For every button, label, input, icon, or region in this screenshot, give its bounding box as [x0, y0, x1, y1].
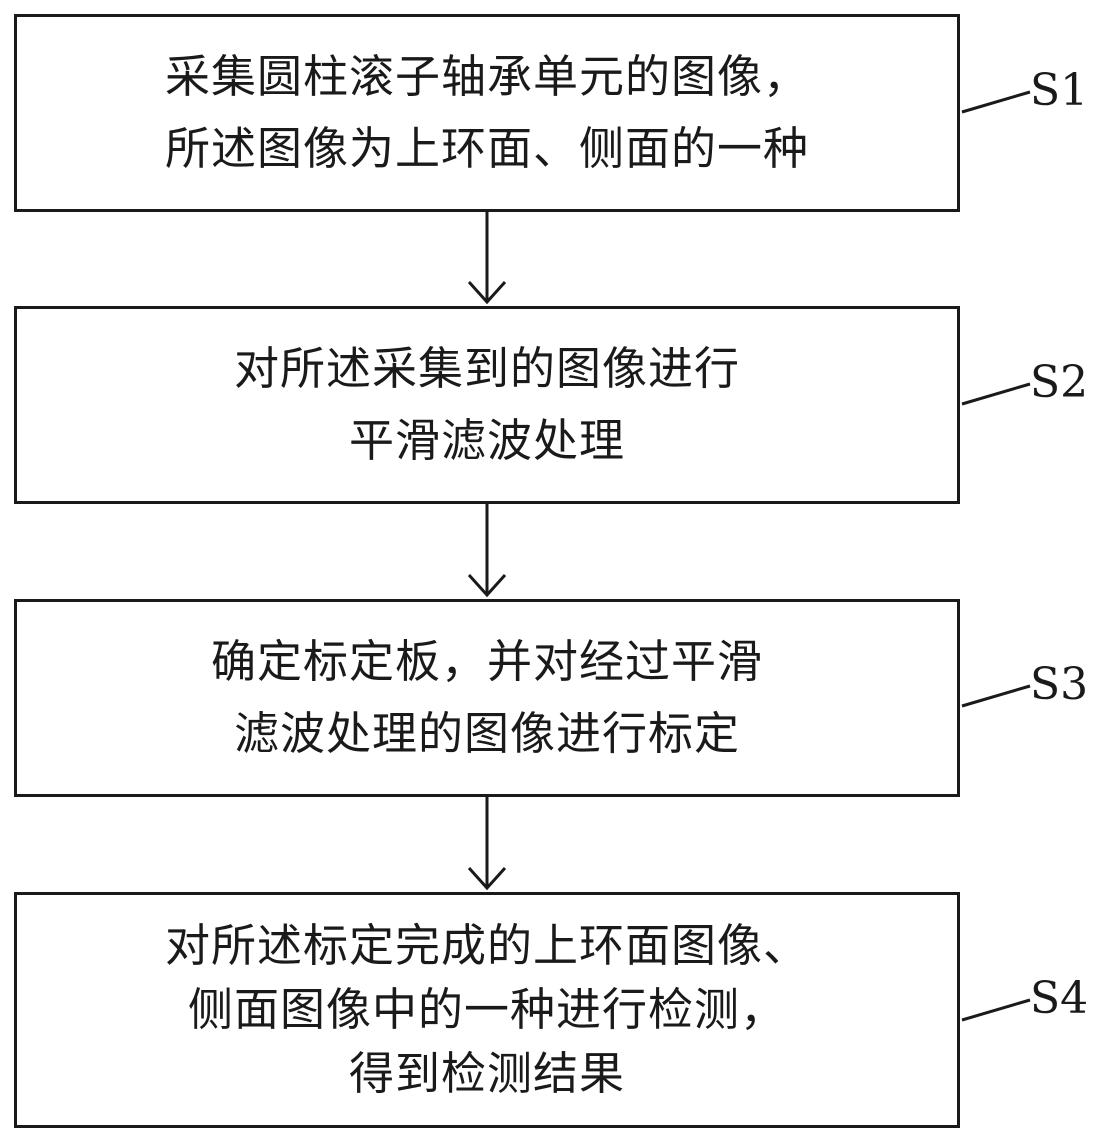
step-text-line: 平滑滤波处理 [348, 414, 625, 467]
arrow-s2-s3 [467, 504, 507, 598]
step-text-line: 所述图像为上环面、侧面的一种 [164, 122, 809, 175]
step-label-s3: S3 [1030, 659, 1089, 710]
step-text-line: 得到检测结果 [348, 1047, 625, 1100]
arrow-s3-s4 [467, 797, 507, 891]
step-text-line: 对所述标定完成的上环面图像、 [164, 919, 809, 972]
step-box-s4: 对所述标定完成的上环面图像、 侧面图像中的一种进行检测， 得到检测结果 [14, 892, 960, 1128]
step-text-line: 确定标定板，并对经过平滑 [210, 635, 763, 688]
leader-line-s4 [961, 998, 1031, 1022]
step-label-s1: S1 [1030, 65, 1089, 116]
step-box-s3: 确定标定板，并对经过平滑 滤波处理的图像进行标定 [14, 599, 960, 797]
leader-line-s2 [961, 382, 1031, 406]
arrow-s1-s2 [467, 212, 507, 305]
step-box-s1: 采集圆柱滚子轴承单元的图像， 所述图像为上环面、侧面的一种 [14, 14, 960, 212]
step-text-line: 采集圆柱滚子轴承单元的图像， [164, 50, 809, 103]
step-box-s2: 对所述采集到的图像进行 平滑滤波处理 [14, 306, 960, 504]
step-text-line: 滤波处理的图像进行标定 [233, 707, 740, 760]
leader-line-s3 [961, 684, 1031, 708]
step-label-s2: S2 [1030, 357, 1089, 408]
step-text-line: 对所述采集到的图像进行 [233, 342, 740, 395]
step-text-line: 侧面图像中的一种进行检测， [187, 983, 786, 1036]
leader-line-s1 [961, 90, 1031, 114]
step-label-s4: S4 [1030, 973, 1089, 1024]
